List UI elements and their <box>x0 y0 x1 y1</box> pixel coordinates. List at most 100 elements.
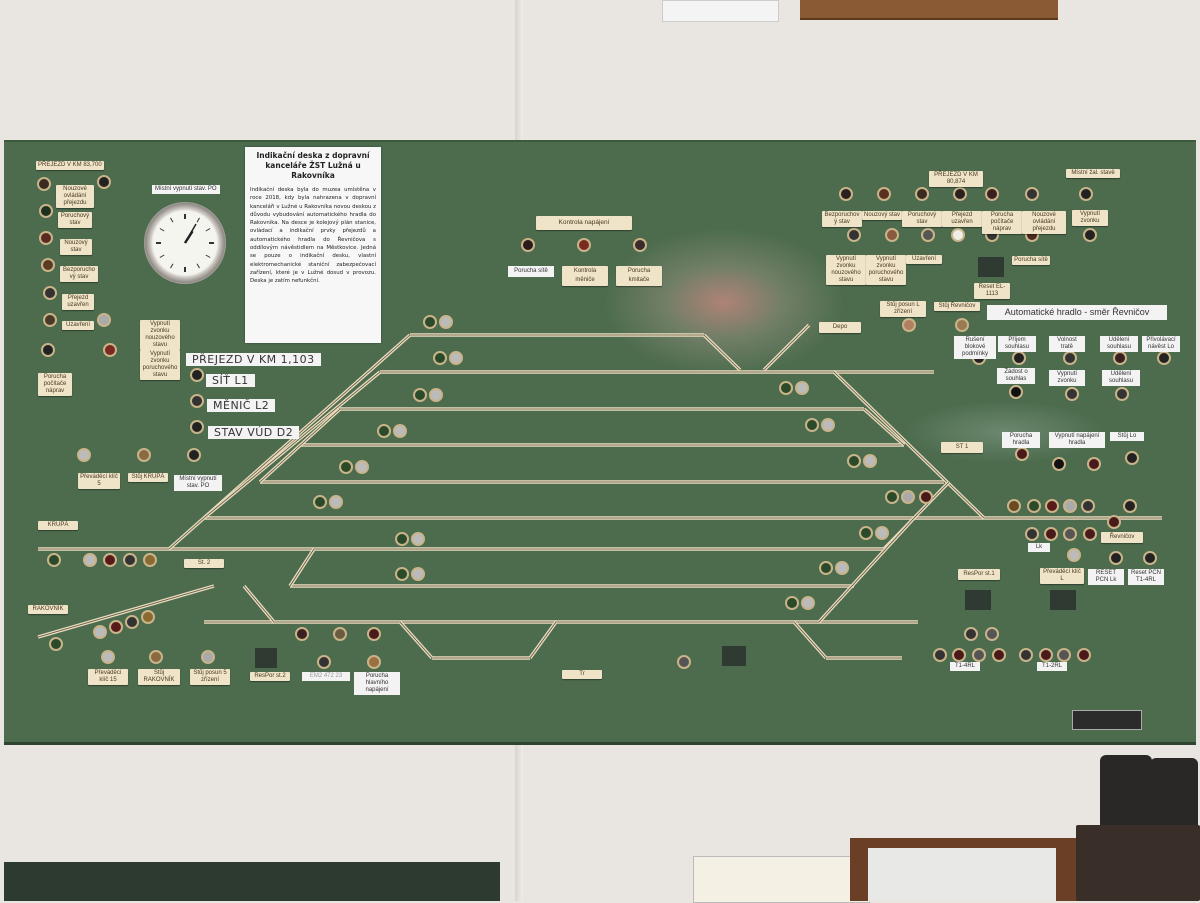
label-crossing-km-left: PŘEJEZD V KM 83,700 <box>36 161 104 170</box>
indicator-lamp <box>821 418 835 432</box>
label-poruchovy: Poruchový stav <box>902 211 942 227</box>
relay-base <box>1076 825 1200 901</box>
label-porucha-pocitace: Porucha počítače náprav <box>982 211 1022 234</box>
indicator-lamp <box>355 460 369 474</box>
indicator-lamp <box>677 655 691 669</box>
indicator-lamp <box>411 567 425 581</box>
label-porucha-kmitace: Porucha kmitače <box>616 266 662 286</box>
label-vypnuti-zvonku: Vypnutí zvonku <box>1072 210 1108 226</box>
clock-tick <box>196 263 200 269</box>
label-stuj-rakovnik: Stůj RAKOVNÍK <box>138 669 180 685</box>
label-udeleni-souhlasu-2: Udělení souhlasu <box>1102 370 1140 386</box>
clock-tick <box>170 217 174 223</box>
indicator-lamp <box>859 526 873 540</box>
label-t1-4rl: T1-4RL <box>950 662 980 671</box>
label-depo: Depo <box>819 322 861 333</box>
label-t1-2rl: T1-2RL <box>1037 662 1067 671</box>
indicator-lamp <box>411 532 425 546</box>
indicator-lamp <box>39 231 53 245</box>
label-krupa: KRUPÁ <box>38 521 78 530</box>
indicator-lamp <box>103 553 117 567</box>
indicator-lamp <box>1052 457 1066 471</box>
label-uzavreni: Uzavření <box>906 255 942 264</box>
label-uzavren-left: Přejezd uzavřen <box>62 294 94 310</box>
indicator-lamp <box>125 615 139 629</box>
indicator-lamp <box>875 526 889 540</box>
track-centerline <box>289 548 315 587</box>
label-uzavreni-left: Uzavření <box>62 321 94 330</box>
label-stoj-revnicov: Stůj Řevničov <box>934 302 980 311</box>
indicator-lamp <box>1057 648 1071 662</box>
label-udeleni-souhlasu: Udělení souhlasu <box>1100 336 1138 352</box>
track-centerline <box>529 621 557 659</box>
label-ruseni-blokove: Rušení blokové podmínky <box>954 336 996 359</box>
indicator-lamp <box>1007 499 1021 513</box>
indicator-lamp <box>367 627 381 641</box>
track-centerline <box>763 324 810 371</box>
label-tr: Tr <box>562 670 602 679</box>
info-title: Indikační deska z dopravní kanceláře ŽST… <box>256 151 370 180</box>
indicator-lamp <box>423 315 437 329</box>
indicator-lamp <box>97 175 111 189</box>
indicator-lamp <box>1009 385 1023 399</box>
label-prejezd-uzavren: Přejezd uzavřen <box>942 211 982 227</box>
indicator-lamp <box>149 650 163 664</box>
counter-display <box>978 257 1004 277</box>
indicator-lamp <box>333 627 347 641</box>
indicator-lamp <box>43 313 57 327</box>
indicator-lamp <box>367 655 381 669</box>
indicator-lamp <box>964 627 978 641</box>
indicator-lamp <box>123 553 137 567</box>
label-nouzove: Nouzové ovládání přejezdu <box>56 185 94 208</box>
counter-display-left <box>255 648 277 668</box>
label-reset-pcn-lk: RESET PCN Lk <box>1088 569 1124 585</box>
indicator-lamp <box>1015 447 1029 461</box>
indicator-lamp <box>395 532 409 546</box>
label-bezporuchovy: Bezporuchový stav <box>822 211 862 227</box>
label-ems-code: EM2 472 23 <box>302 672 350 681</box>
indicator-lamp <box>885 228 899 242</box>
label-privolavaci: Přivolávací návěst Lo <box>1142 336 1180 352</box>
label-respor-st2: ResPor st.2 <box>250 672 290 681</box>
label-stuj-posun-5: Stůj posun 5 zřízení <box>190 669 230 685</box>
indicator-lamp <box>955 318 969 332</box>
indicator-lamp <box>1027 499 1041 513</box>
indicator-lamp <box>77 448 91 462</box>
indicator-lamp <box>187 448 201 462</box>
indicator-lamp <box>577 238 591 252</box>
indicator-lamp <box>877 187 891 201</box>
track-centerline <box>703 334 741 371</box>
paper-sheet-top <box>662 0 779 22</box>
indicator-lamp <box>41 258 55 272</box>
indicator-lamp <box>1012 351 1026 365</box>
label-vypnuti-zvonku-nouz: Vypnutí zvonku nouzového stavu <box>826 255 866 285</box>
indicator-lamp <box>885 490 899 504</box>
indicator-lamp <box>779 381 793 395</box>
indicator-lamp <box>953 187 967 201</box>
indicator-lamp <box>785 596 799 610</box>
label-stuj-krupa: Stůj KRUPÁ <box>128 473 168 482</box>
label-revnicov: Řevničov <box>1101 532 1143 543</box>
label-stav-vud: STAV VÚD D2 <box>208 426 300 439</box>
label-mistni-vypnuti: Místní vypnutí stav. PO <box>152 185 220 194</box>
track-centerline <box>863 408 905 446</box>
indicator-lamp <box>103 343 117 357</box>
clock-tick <box>196 217 200 223</box>
indicator-lamp <box>43 286 57 300</box>
indicator-lamp <box>1115 387 1129 401</box>
indicator-lamp <box>393 424 407 438</box>
indicator-lamp <box>901 490 915 504</box>
indicator-lamp <box>985 187 999 201</box>
table-edge <box>4 862 500 901</box>
indicator-lamp <box>317 655 331 669</box>
label-kontrola-menice: Kontrola měniče <box>562 266 608 286</box>
track-centerline <box>203 371 381 519</box>
track-centerline <box>37 585 215 638</box>
indicator-lamp <box>39 204 53 218</box>
label-reset-pcn-t1: Reset PCN T1-4RL <box>1128 569 1164 585</box>
label-nouzovy: Nouzový stav <box>862 211 902 220</box>
label-lk: Lk <box>1028 543 1050 552</box>
indicator-lamp <box>1143 551 1157 565</box>
indicator-lamp <box>47 553 61 567</box>
clock-tick <box>205 228 211 232</box>
